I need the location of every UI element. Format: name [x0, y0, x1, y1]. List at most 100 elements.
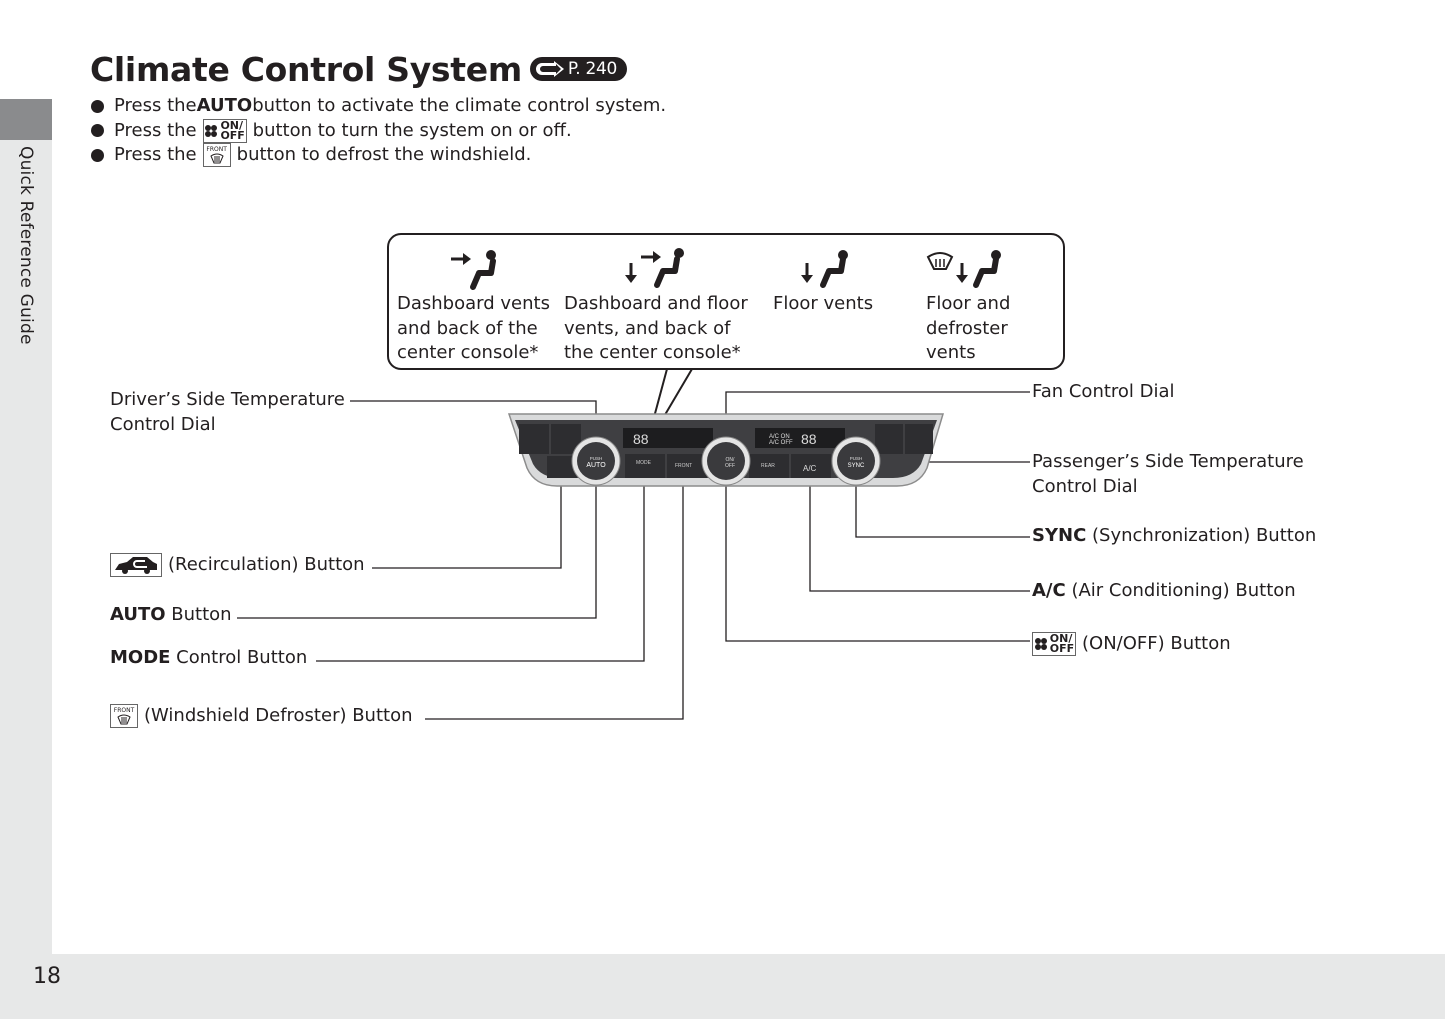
label-auto-button: AUTO Button	[110, 603, 232, 628]
arrow-right-icon	[535, 60, 564, 77]
footer-band	[0, 954, 1445, 1019]
label-bold: A/C	[1032, 580, 1066, 601]
mode-item-dashboard: Dashboard vents and back of the center con…	[397, 247, 550, 366]
label-fan-dial: Fan Control Dial	[1032, 381, 1175, 402]
mode-item-floor: Floor vents	[773, 247, 873, 317]
mode-text: Floor vents	[773, 293, 874, 314]
label-text: (Windshield Defroster) Button	[144, 705, 413, 726]
label-passenger-temp-dial: Passenger’s Side Temperature Control Dia…	[1032, 450, 1304, 499]
leader-auto	[237, 475, 597, 619]
instruction-text: button to defrost the windshield.	[236, 144, 532, 165]
seat-heater-right-2-button[interactable]	[875, 424, 903, 454]
mode-item-dashboard-floor: Dashboard and floor vents, and back of the…	[564, 247, 748, 366]
mode-text: vents, and back of	[564, 317, 731, 339]
page-reference-link[interactable]: P. 240	[529, 56, 628, 81]
front-button-label: FRONT	[675, 463, 692, 469]
page-ref-number: 240	[585, 58, 618, 79]
dial-label: AUTO	[586, 462, 606, 469]
label-text: (ON/OFF) Button	[1082, 633, 1231, 654]
dial-label: PUSH	[590, 456, 603, 461]
instruction-text: button to activate the climate control s…	[252, 95, 667, 116]
rear-defroster-button[interactable]	[749, 454, 789, 478]
ac-status-text: A/C ON	[769, 434, 790, 440]
label-text: Passenger’s Side Temperature	[1032, 451, 1304, 472]
mode-button-label: MODE	[636, 460, 652, 466]
auto-dial[interactable]: PUSH AUTO	[571, 436, 621, 486]
mode-text: center console*	[397, 342, 539, 363]
rear-button-label: REAR	[761, 463, 775, 469]
front-defroster-icon: FRONT	[202, 143, 231, 168]
instruction-text: Press the	[114, 95, 197, 116]
dashboard-vent-icon	[397, 247, 550, 291]
seat-heater-right-button[interactable]	[905, 424, 933, 454]
instruction-text: button to turn the system on or off.	[252, 119, 572, 141]
icon-text: ON/	[1049, 632, 1073, 646]
icon-text: OFF	[1049, 642, 1075, 656]
bullet-dot	[91, 148, 104, 162]
instruction-item: Press the ON/OFF button to turn the syst…	[91, 118, 666, 144]
dial-label: PUSH	[850, 456, 863, 461]
label-ac-button: A/C (Air Conditioning) Button	[1032, 579, 1296, 604]
recirculation-button[interactable]	[547, 456, 577, 478]
label-text: (Synchronization) Button	[1086, 525, 1317, 546]
mode-text: Dashboard and floor	[564, 293, 748, 314]
instruction-text: Press the	[114, 119, 197, 141]
ac-button-label: A/C	[803, 464, 817, 473]
label-onoff-button: ON/OFF (ON/OFF) Button	[1032, 632, 1231, 657]
side-band	[0, 99, 52, 1019]
label-sync-button: SYNC (Synchronization) Button	[1032, 524, 1316, 549]
sync-dial[interactable]: PUSH SYNC	[831, 436, 881, 486]
left-display	[623, 428, 713, 448]
leader-sync	[855, 476, 1030, 538]
dial-label: SYNC	[848, 463, 865, 469]
icon-text: FRONT	[113, 707, 135, 715]
dashboard-floor-vent-icon	[564, 247, 748, 291]
front-defroster-button[interactable]	[667, 454, 707, 478]
mode-button[interactable]	[625, 454, 665, 478]
leader-mode	[316, 476, 645, 662]
label-text: Control Dial	[110, 413, 216, 435]
mode-text: and back of the	[397, 317, 538, 339]
leader-recirculation	[372, 475, 562, 569]
page-title-text: Climate Control System	[90, 50, 522, 89]
instruction-bold: AUTO	[196, 95, 253, 116]
left-temp-readout: 88	[633, 431, 649, 447]
label-text: Control Dial	[1032, 475, 1138, 497]
right-display	[755, 428, 845, 448]
dial-label: OFF	[725, 463, 735, 469]
page-title: Climate Control System P. 240	[90, 50, 628, 89]
front-defroster-icon: FRONT	[110, 704, 138, 729]
floor-defroster-vent-icon	[926, 247, 1010, 291]
bullet-dot	[91, 99, 104, 113]
mode-text: vents	[926, 342, 976, 363]
fan-dial[interactable]: ON/ OFF	[701, 436, 751, 486]
instruction-text: Press the	[114, 144, 197, 165]
ac-status-text: A/C OFF	[769, 440, 793, 446]
label-bold: SYNC	[1032, 525, 1087, 546]
mode-callout: Dashboard vents and back of the center con…	[387, 233, 1065, 370]
leader-onoff	[725, 476, 1030, 642]
leader-defroster	[425, 476, 684, 720]
leader-ac	[809, 476, 1030, 592]
bullet-dot	[91, 124, 104, 138]
page-number: 18	[33, 964, 61, 989]
recirculation-icon	[110, 553, 162, 578]
seat-heater-left-button[interactable]	[519, 424, 549, 454]
icon-text: OFF	[220, 128, 245, 142]
label-driver-temp-dial: Driver’s Side Temperature Control Dial	[110, 388, 345, 437]
instruction-item: Press the AUTO button to activate the cl…	[91, 94, 666, 119]
label-mode-button: MODE Control Button	[110, 646, 307, 671]
label-text: Button	[165, 604, 232, 625]
instruction-list: Press the AUTO button to activate the cl…	[91, 94, 666, 168]
mode-text: Dashboard vents	[397, 293, 550, 314]
label-bold: MODE	[110, 647, 171, 668]
fan-onoff-icon: ON/OFF	[1032, 632, 1076, 657]
label-recirculation-button: (Recirculation) Button	[110, 553, 365, 578]
mode-text: the center console*	[564, 342, 741, 363]
ac-button[interactable]	[791, 454, 831, 478]
mode-text: defroster	[926, 317, 1008, 339]
fan-onoff-icon: ON/OFF	[202, 118, 247, 143]
label-text: (Recirculation) Button	[168, 554, 365, 575]
